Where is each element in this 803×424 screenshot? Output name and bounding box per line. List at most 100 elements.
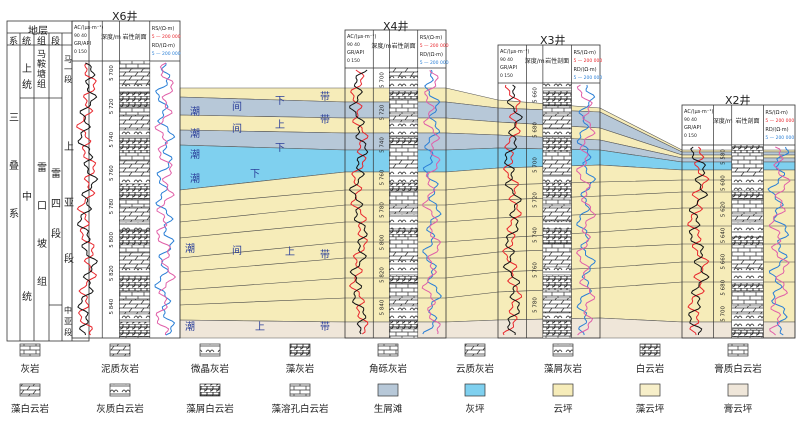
- gr-range-label: 0 150: [74, 49, 87, 55]
- rd-range-label: 5 — 200 000: [573, 75, 602, 81]
- gr-curve-label: GR/API: [347, 50, 364, 56]
- lithology-bed: [731, 290, 764, 307]
- lithology-bed: [389, 236, 418, 253]
- gr-curve: [77, 62, 99, 336]
- gr-curve: [348, 69, 369, 335]
- legend-swatch: [727, 343, 749, 357]
- gr-curve-label: GR/API: [500, 65, 517, 71]
- legend-label: 生屑滩: [374, 403, 403, 415]
- rs-curve-label: RS/(Ω·m): [152, 26, 175, 32]
- legend-item-bioclastic-shoal: 生屑滩: [374, 383, 403, 415]
- lithology-bed: [542, 105, 572, 115]
- zone-label: 带: [320, 91, 330, 103]
- lithology-bed: [542, 90, 572, 107]
- zone-label: 潮: [185, 320, 195, 333]
- legend-item-algal-dolo-flat: 藻云坪: [636, 383, 665, 415]
- legend-swatch: [19, 383, 41, 397]
- gr-range-label: 0 150: [347, 58, 360, 64]
- lithology-bed: [731, 190, 764, 200]
- legend-label: 灰质白云岩: [96, 403, 144, 415]
- legend-swatch: [639, 383, 661, 397]
- gr-range-label: 0 150: [684, 133, 697, 139]
- rd-curve: [422, 69, 442, 335]
- lithology-bed: [389, 67, 418, 77]
- depth-tick: 5 660: [721, 253, 727, 269]
- depth-tick: 5 660: [533, 87, 539, 103]
- lithology-bed: [389, 182, 418, 192]
- legend-label: 藻灰岩: [286, 363, 315, 375]
- lithology-bed: [542, 151, 572, 161]
- legend-label: 云质灰岩: [456, 363, 494, 375]
- depth-tick: 5 580: [721, 149, 727, 165]
- depth-tick: 5 700: [379, 72, 385, 88]
- lithology-bed: [119, 321, 150, 338]
- legend-label: 藻云坪: [636, 403, 665, 415]
- legend-item-calcareous-dolomite: 灰质白云岩: [96, 383, 144, 415]
- rd-curve-label: RD/(Ω·m): [152, 43, 175, 49]
- depth-tick: 5 760: [109, 165, 115, 181]
- depth-tick: 5 780: [533, 297, 539, 313]
- lithology-bed: [542, 320, 572, 337]
- lithology-bed: [542, 205, 572, 222]
- zone-label: 上: [255, 321, 265, 333]
- legend-item-algal-limestone: 藻灰岩: [286, 343, 315, 375]
- lithology-bed: [389, 205, 418, 215]
- zone-label: 上: [275, 119, 285, 131]
- lithology-bed: [731, 175, 764, 192]
- lithology-bed: [389, 228, 418, 238]
- lithology-bed: [731, 336, 764, 339]
- depth-tick: 5 840: [379, 299, 385, 315]
- lithology-bed: [542, 243, 572, 253]
- lithology-bed: [389, 113, 418, 123]
- lithology-bed: [119, 275, 150, 292]
- depth-tick: 5 740: [533, 227, 539, 243]
- rs-range-label: 5 — 200 000: [765, 118, 794, 124]
- depth-tick: 5 620: [721, 201, 727, 217]
- lithology-bed: [542, 128, 572, 138]
- zone-label: 间: [232, 122, 242, 135]
- lithology-bed: [119, 183, 150, 200]
- lithology-bed: [389, 274, 418, 284]
- lithology-bed: [389, 144, 418, 161]
- lithology-bed: [389, 121, 418, 138]
- lithology-bed: [731, 244, 764, 261]
- lithology-bed: [119, 198, 150, 208]
- depth-header: 深度/m: [101, 33, 121, 41]
- lithology-bed: [731, 282, 764, 292]
- lithology-bed: [119, 175, 150, 185]
- lithology-bed: [389, 136, 418, 146]
- rd-curve-label: RD/(Ω·m): [765, 127, 788, 133]
- gr-curve-label: GR/API: [74, 41, 91, 47]
- rd-curve: [154, 62, 176, 336]
- lithology-bed: [542, 136, 572, 153]
- legend-item-gypsum-dolo-flat: 膏云坪: [724, 383, 753, 415]
- legend-swatch: [639, 343, 661, 357]
- lithology-bed: [542, 335, 572, 339]
- depth-tick: 5 720: [533, 192, 539, 208]
- lithology-bed: [119, 267, 150, 277]
- lithology-bed: [389, 159, 418, 169]
- lithology-bed: [731, 305, 764, 315]
- lithology-bed: [731, 221, 764, 238]
- lithology-bed: [389, 167, 418, 184]
- lithology-bed: [119, 114, 150, 131]
- ac-range-label: 90 40: [74, 33, 87, 39]
- lithology-header: 岩性剖面: [545, 57, 569, 65]
- lithology-bed: [389, 282, 418, 299]
- gr-curve: [688, 146, 710, 336]
- strata-table: [6, 20, 90, 342]
- lithology-bed: [389, 213, 418, 230]
- rs-range-label: 5 — 200 000: [573, 58, 602, 64]
- depth-header: 深度/m: [525, 57, 545, 65]
- depth-tick: 5 820: [379, 267, 385, 283]
- legend-swatch: [109, 383, 131, 397]
- legend-swatch: [552, 383, 574, 397]
- depth-tick: 5 740: [379, 137, 385, 153]
- zone-label: 间: [232, 100, 242, 113]
- lithology-bed: [389, 320, 418, 330]
- lithology-bed: [542, 197, 572, 207]
- ac-range-label: 90 40: [500, 57, 513, 63]
- lithology-bed: [119, 160, 150, 177]
- depth-header: 深度/m: [371, 42, 391, 50]
